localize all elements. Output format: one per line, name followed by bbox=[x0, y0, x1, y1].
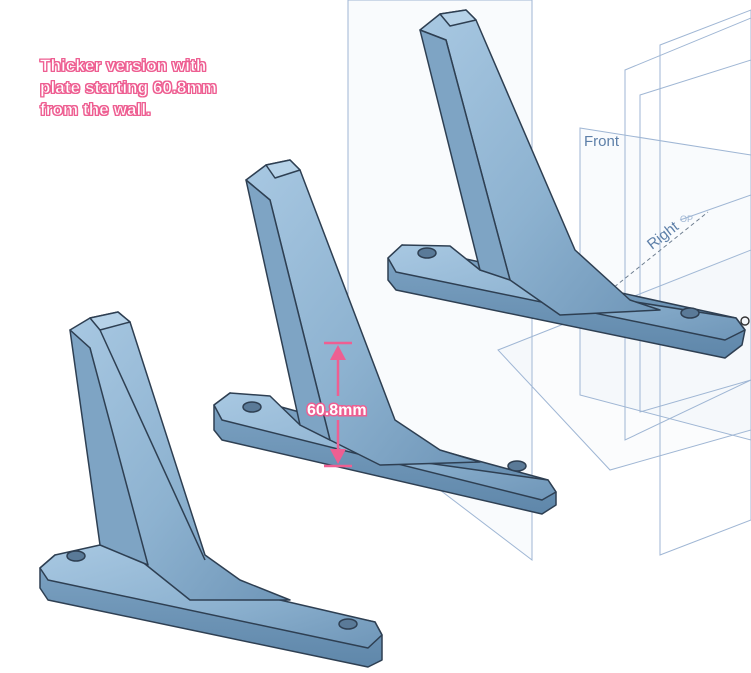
origin-icon[interactable] bbox=[740, 316, 750, 326]
dimension-annotation bbox=[324, 341, 352, 468]
annotation-line-2: plate starting 60.8mm bbox=[40, 78, 217, 98]
bracket-back[interactable] bbox=[387, 9, 746, 359]
annotation-line-1: Thicker version with bbox=[40, 56, 207, 76]
plane-label-front[interactable]: Front bbox=[584, 133, 620, 150]
annotation-line-3: from the wall. bbox=[40, 100, 151, 120]
annotation-note: Thicker version with plate starting 60.8… bbox=[40, 55, 300, 121]
plane-label-top: OP bbox=[680, 214, 693, 224]
bracket-middle[interactable] bbox=[213, 159, 557, 515]
dimension-label[interactable]: 60.8mm bbox=[306, 401, 369, 421]
bracket-left[interactable] bbox=[39, 311, 383, 668]
